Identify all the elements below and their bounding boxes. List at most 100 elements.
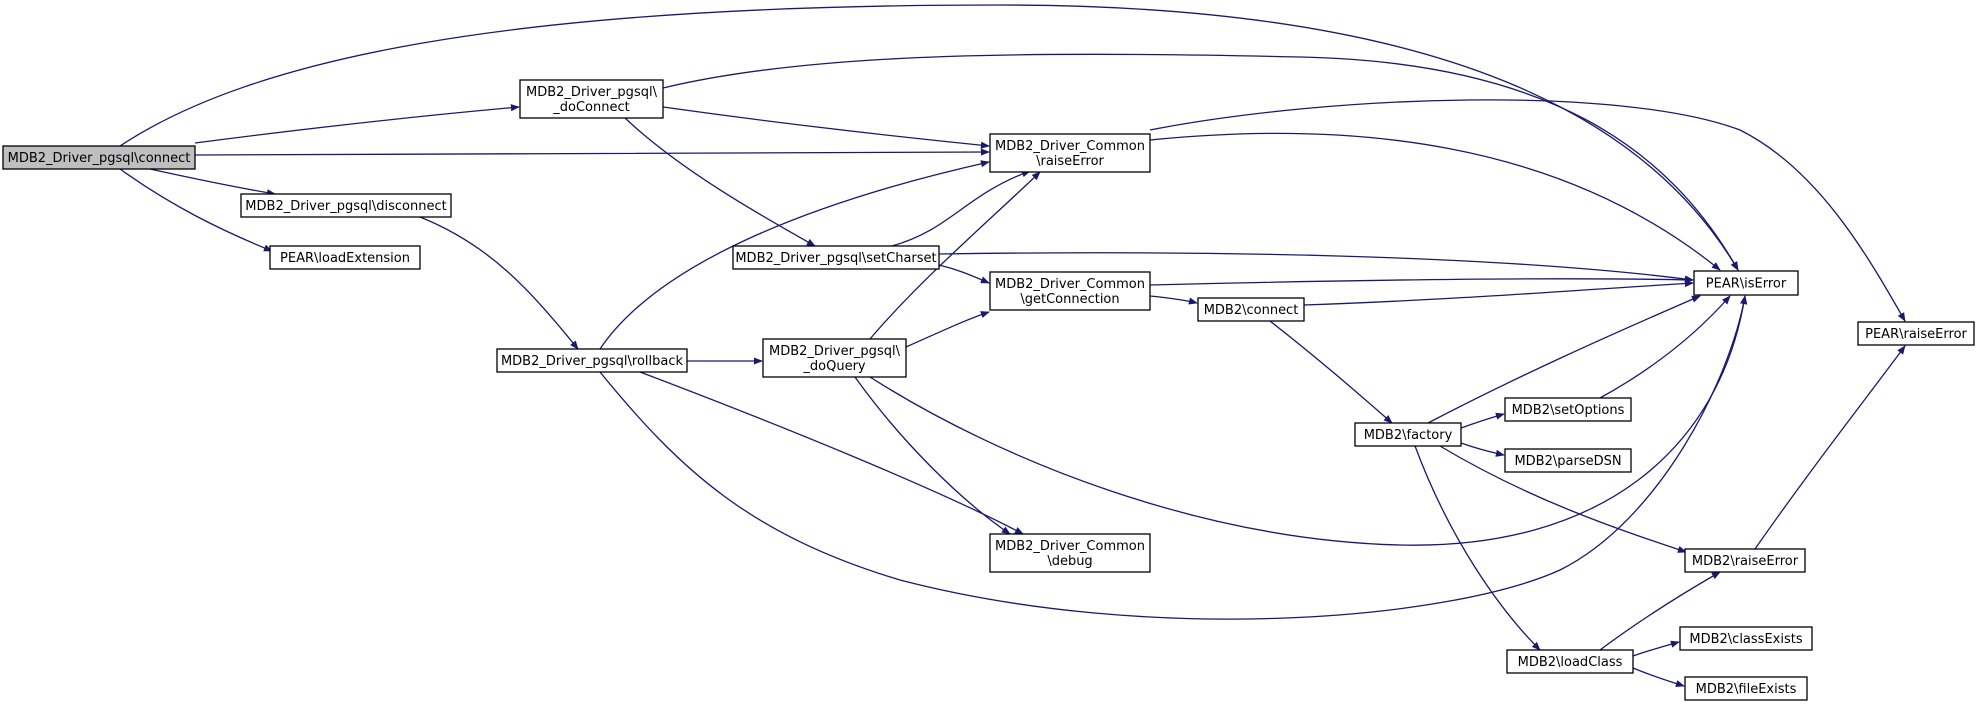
edge-pgsql-doQuery-to-common-raiseError — [869, 171, 1041, 340]
node-box — [269, 245, 421, 270]
node-pgsql-doConnect[interactable]: MDB2_Driver_pgsql\_doConnect — [519, 79, 664, 119]
node-box — [1857, 321, 1975, 346]
node-box — [1684, 676, 1808, 701]
node-label: MDB2\loadClass — [1518, 655, 1623, 670]
node-label: \debug — [1047, 554, 1092, 569]
node-box — [762, 338, 907, 378]
edge-pgsql-connect-to-pear-loadExtension — [119, 168, 273, 252]
edge-mdb2-factory-to-mdb2-loadClass — [1414, 445, 1541, 651]
edge-pgsql-rollback-to-common-debug — [639, 371, 1024, 535]
node-label: \raiseError — [1036, 154, 1104, 169]
edge-pgsql-rollback-to-pear-isError — [599, 295, 1748, 620]
node-label: PEAR\isError — [1706, 277, 1787, 292]
edge-pgsql-connect-to-common-raiseError — [194, 148, 990, 156]
edge-common-getConnection-to-pear-isError — [1149, 276, 1694, 286]
node-mdb2-parseDSN[interactable]: MDB2\parseDSN — [1504, 448, 1632, 473]
edge-mdb2-factory-to-mdb2-setOptions — [1460, 412, 1505, 429]
node-pear-isError[interactable]: PEAR\isError — [1693, 270, 1799, 296]
edge-mdb2-connect-to-pear-isError — [1303, 279, 1694, 306]
node-label: MDB2\classExists — [1689, 632, 1802, 647]
node-label: PEAR\raiseError — [1865, 327, 1967, 342]
node-label: PEAR\loadExtension — [280, 251, 410, 266]
edge-pgsql-doConnect-to-pgsql-setCharset — [624, 117, 816, 247]
edge-pgsql-connect-to-pear-isError — [119, 4, 1739, 271]
node-label: MDB2_Driver_pgsql\ — [769, 344, 901, 359]
node-pgsql-setCharset[interactable]: MDB2_Driver_pgsql\setCharset — [732, 245, 940, 270]
node-box — [989, 271, 1151, 311]
node-box — [1679, 626, 1813, 651]
node-label: MDB2_Driver_Common — [995, 277, 1145, 292]
node-mdb2-loadClass[interactable]: MDB2\loadClass — [1506, 649, 1634, 674]
node-box — [519, 79, 664, 119]
node-box — [1354, 422, 1462, 447]
node-box — [1504, 448, 1632, 473]
edge-pgsql-doConnect-to-pear-isError — [662, 53, 1739, 271]
node-label: MDB2_Driver_Common — [995, 539, 1145, 554]
edge-pgsql-setCharset-to-pear-isError — [938, 252, 1694, 283]
edge-mdb2-loadClass-to-mdb2-fileExists — [1632, 667, 1685, 688]
node-label: MDB2_Driver_pgsql\setCharset — [735, 251, 936, 266]
node-layer: MDB2_Driver_pgsql\connectMDB2_Driver_pgs… — [2, 79, 1975, 701]
edge-mdb2-connect-to-mdb2-factory — [1269, 320, 1393, 424]
node-box — [732, 245, 940, 270]
node-label: MDB2\raiseError — [1692, 554, 1799, 569]
node-box — [989, 533, 1151, 573]
edge-mdb2-factory-to-mdb2-parseDSN — [1460, 442, 1505, 457]
node-pgsql-connect[interactable]: MDB2_Driver_pgsql\connect — [2, 145, 196, 170]
node-common-raiseError[interactable]: MDB2_Driver_Common\raiseError — [989, 133, 1151, 173]
edge-pgsql-doQuery-to-common-debug — [854, 376, 1011, 535]
edge-mdb2-raiseError-to-pear-raiseError — [1754, 345, 1906, 550]
node-label: MDB2_Driver_pgsql\ — [526, 85, 658, 100]
edge-common-getConnection-to-mdb2-connect — [1149, 295, 1198, 305]
edge-mdb2-setOptions-to-pear-isError — [1599, 295, 1731, 399]
node-label: _doQuery — [802, 359, 866, 374]
node-label: MDB2_Driver_pgsql\disconnect — [245, 199, 446, 214]
node-label: MDB2\setOptions — [1512, 403, 1625, 418]
edge-pgsql-doQuery-to-pear-isError — [869, 295, 1748, 546]
edge-mdb2-factory-to-pear-isError — [1427, 295, 1701, 424]
node-box — [1506, 649, 1634, 674]
edge-pgsql-disconnect-to-pgsql-rollback — [419, 216, 579, 350]
edge-pgsql-setCharset-to-common-getConnection — [938, 264, 990, 284]
node-common-getConnection[interactable]: MDB2_Driver_Common\getConnection — [989, 271, 1151, 311]
node-label: MDB2\parseDSN — [1514, 454, 1621, 469]
node-box — [496, 348, 688, 373]
node-mdb2-raiseError[interactable]: MDB2\raiseError — [1684, 548, 1806, 573]
edge-mdb2-loadClass-to-mdb2-classExists — [1632, 640, 1680, 657]
node-label: MDB2_Driver_pgsql\connect — [8, 151, 191, 166]
edge-mdb2-loadClass-to-mdb2-raiseError — [1599, 571, 1721, 651]
edge-pgsql-doQuery-to-common-getConnection — [905, 311, 990, 348]
node-box — [240, 193, 452, 218]
edge-pgsql-connect-to-pgsql-disconnect — [149, 168, 276, 197]
edge-common-raiseError-to-pear-isError — [1149, 132, 1721, 271]
edge-common-raiseError-to-pear-raiseError — [1149, 99, 1906, 322]
node-box — [1693, 270, 1799, 296]
node-label: _doConnect — [552, 100, 629, 115]
edge-pgsql-setCharset-to-common-raiseError — [891, 170, 1031, 247]
node-box — [2, 145, 196, 170]
node-label: MDB2\factory — [1364, 428, 1453, 443]
node-pgsql-disconnect[interactable]: MDB2_Driver_pgsql\disconnect — [240, 193, 452, 218]
node-mdb2-setOptions[interactable]: MDB2\setOptions — [1504, 397, 1632, 422]
node-pgsql-doQuery[interactable]: MDB2_Driver_pgsql\_doQuery — [762, 338, 907, 378]
node-mdb2-connect[interactable]: MDB2\connect — [1197, 297, 1305, 322]
edge-pgsql-connect-to-pgsql-doConnect — [194, 104, 520, 144]
node-label: MDB2_Driver_Common — [995, 139, 1145, 154]
node-label: MDB2\connect — [1204, 303, 1299, 318]
node-box — [1504, 397, 1632, 422]
node-box — [1197, 297, 1305, 322]
node-mdb2-factory[interactable]: MDB2\factory — [1354, 422, 1462, 447]
node-pear-raiseError[interactable]: PEAR\raiseError — [1857, 321, 1975, 346]
node-label: \getConnection — [1020, 292, 1119, 307]
node-common-debug[interactable]: MDB2_Driver_Common\debug — [989, 533, 1151, 573]
node-pgsql-rollback[interactable]: MDB2_Driver_pgsql\rollback — [496, 348, 688, 373]
node-label: MDB2\fileExists — [1696, 682, 1797, 697]
edge-pgsql-rollback-to-common-raiseError — [599, 160, 990, 350]
node-mdb2-classExists[interactable]: MDB2\classExists — [1679, 626, 1813, 651]
node-box — [1684, 548, 1806, 573]
node-mdb2-fileExists[interactable]: MDB2\fileExists — [1684, 676, 1808, 701]
node-pear-loadExtension[interactable]: PEAR\loadExtension — [269, 245, 421, 270]
edge-mdb2-factory-to-mdb2-raiseError — [1439, 445, 1687, 553]
node-label: MDB2_Driver_pgsql\rollback — [501, 354, 684, 369]
